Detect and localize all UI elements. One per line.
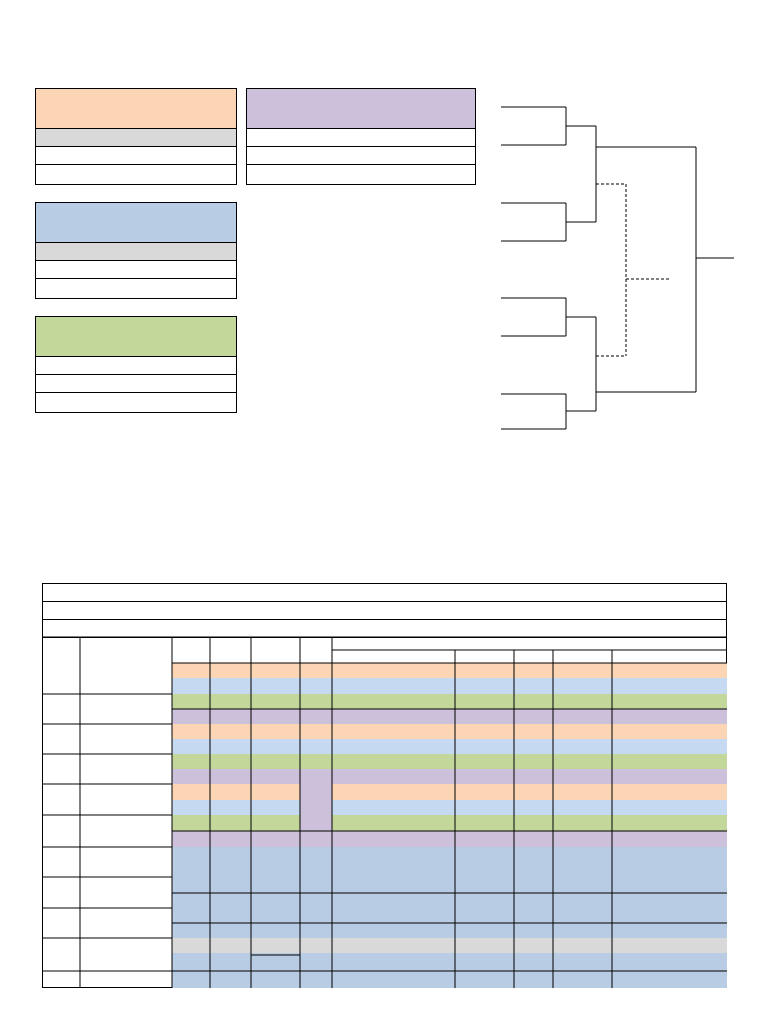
schedule-band-row: [172, 663, 727, 678]
schedule-band-row: [172, 800, 727, 815]
schedule-band-row: [172, 769, 727, 784]
group-a-header: [36, 89, 236, 129]
schedule-row-fills: [172, 663, 727, 988]
schedule-band-row: [172, 724, 727, 739]
group-c-row: [36, 243, 236, 261]
schedule-band-row: [172, 754, 727, 769]
group-a-row: [36, 147, 236, 165]
group-b-box: [246, 88, 476, 185]
schedule-band-row: [172, 955, 727, 971]
group-d-header: [36, 317, 236, 357]
group-d-box: [35, 316, 237, 413]
schedule-banner: [43, 584, 726, 602]
group-c-header: [36, 203, 236, 243]
bracket-lines: [501, 106, 734, 430]
group-b-row: [247, 129, 475, 147]
group-b-header: [247, 89, 475, 129]
group-b-row: [247, 147, 475, 165]
schedule-band-row: [172, 678, 727, 694]
schedule-band-row: [172, 694, 727, 709]
group-d-row: [36, 375, 236, 393]
schedule-banner: [43, 602, 726, 620]
schedule-band-row: [172, 784, 727, 800]
schedule-band-row: [172, 739, 727, 754]
schedule-band-row: [172, 938, 727, 953]
group-a-box: [35, 88, 237, 185]
schedule-band-row: [172, 831, 727, 847]
schedule-grid: [42, 636, 727, 988]
group-d-row: [36, 357, 236, 375]
schedule-grid-lines: [42, 636, 727, 988]
schedule-band-row: [172, 953, 727, 955]
group-c-row: [36, 261, 236, 279]
schedule-band-row: [172, 971, 727, 988]
knockout-bracket: [501, 106, 734, 430]
schedule-band-row: [172, 815, 727, 831]
group-a-row: [36, 129, 236, 147]
schedule-merged-cell: [300, 769, 332, 847]
bracket-third-place-lines: [596, 183, 670, 357]
group-c-box: [35, 202, 237, 299]
schedule-table: [42, 583, 727, 988]
schedule-band-row: [172, 709, 727, 724]
